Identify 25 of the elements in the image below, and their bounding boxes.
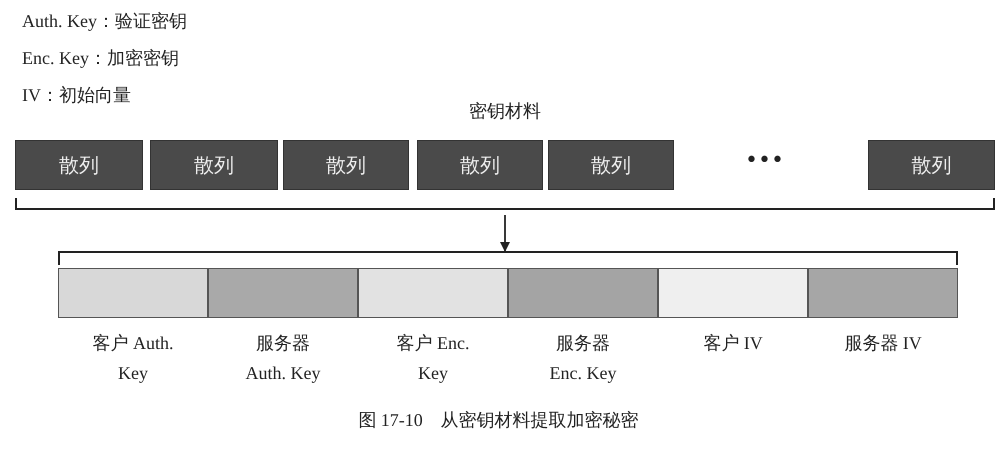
legend-text: Enc. Key：加密密钥 <box>22 47 179 70</box>
key-segment <box>508 268 658 318</box>
hash-block: 散列 <box>417 140 543 190</box>
arrow <box>500 215 510 252</box>
hash-block: 散列 <box>283 140 409 190</box>
key-segment <box>808 268 958 318</box>
hash-block: 散列 <box>548 140 674 190</box>
segment-label: 服务器 IV <box>843 332 923 355</box>
hash-block: 散列 <box>868 140 995 190</box>
key-segment <box>58 268 208 318</box>
group-title: 密钥材料 <box>468 100 542 122</box>
segment-label: 服务器 Enc. Key <box>548 332 618 385</box>
key-segment <box>658 268 808 318</box>
segment-label: 客户 Enc. Key <box>396 332 470 385</box>
figure-caption: 图 17-10 从密钥材料提取加密秘密 <box>357 409 640 432</box>
segment-label: 客户 IV <box>702 332 764 355</box>
segment-label: 客户 Auth. Key <box>92 332 174 385</box>
hash-block: 散列 <box>150 140 278 190</box>
key-segment <box>208 268 358 318</box>
legend-text: IV：初始向量 <box>22 84 131 107</box>
key-segment <box>358 268 508 318</box>
legend-text: Auth. Key：验证密钥 <box>22 10 187 33</box>
ellipsis: ••• <box>745 148 784 174</box>
segment-label: 服务器 Auth. Key <box>244 332 322 385</box>
hash-block: 散列 <box>15 140 143 190</box>
